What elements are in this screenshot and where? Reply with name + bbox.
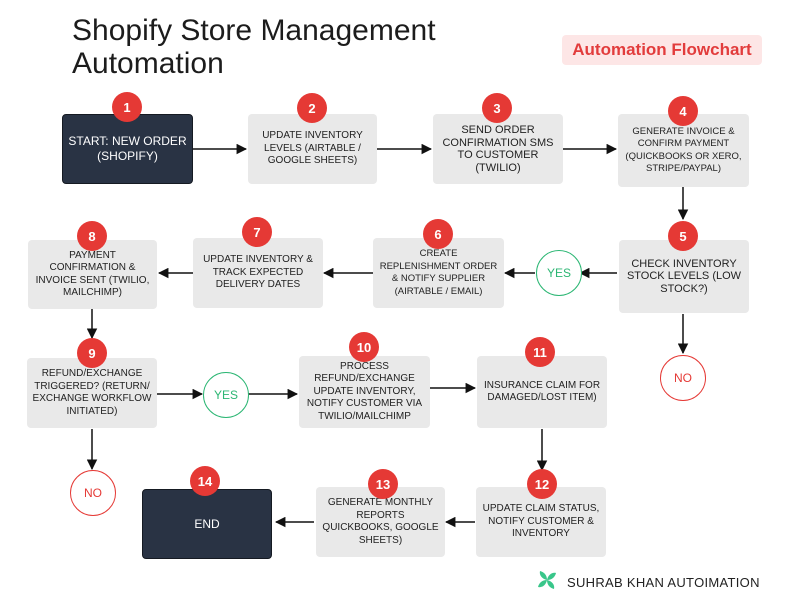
step-13-number-badge: 13: [368, 469, 398, 499]
step-12-number-badge: 12: [527, 469, 557, 499]
step-7-update-inventory-track-delivery: UPDATE INVENTORY & TRACK EXPECTED DELIVE…: [193, 238, 323, 308]
step-7-number-badge: 7: [242, 217, 272, 247]
step-8-number-badge: 8: [77, 221, 107, 251]
step-5-number-badge: 5: [668, 221, 698, 251]
step-4-generate-invoice: GENERATE INVOICE & CONFIRM PAYMENT (QUIC…: [618, 114, 749, 187]
step-14-number-badge: 14: [190, 466, 220, 496]
step-8-payment-confirmation: PAYMENT CONFIRMATION & INVOICE SENT (TWI…: [28, 240, 157, 309]
step-6-number-badge: 6: [423, 219, 453, 249]
step-9-refund-exchange-triggered: REFUND/EXCHANGE TRIGGERED? (RETURN/ EXCH…: [27, 358, 157, 428]
step-14-end: END: [142, 489, 272, 559]
step-3-number-badge: 3: [482, 93, 512, 123]
brand-footer: SUHRAB KHAN AUTOIMATION: [535, 568, 760, 597]
step-1-start-new-order: START: NEW ORDER (SHOPIFY): [62, 114, 193, 184]
decision-yes-refund: YES: [203, 372, 249, 418]
decision-no-refund: NO: [70, 470, 116, 516]
brand-name: SUHRAB KHAN AUTOIMATION: [567, 575, 760, 590]
step-11-number-badge: 11: [525, 337, 555, 367]
step-10-number-badge: 10: [349, 332, 379, 362]
step-11-insurance-claim: INSURANCE CLAIM FOR DAMAGED/LOST ITEM): [477, 356, 607, 428]
step-10-process-refund-exchange: PROCESS REFUND/EXCHANGE UPDATE INVENTORY…: [299, 356, 430, 428]
flowchart-badge: Automation Flowchart: [562, 35, 762, 65]
decision-no-stock: NO: [660, 355, 706, 401]
step-9-number-badge: 9: [77, 338, 107, 368]
decision-yes-stock: YES: [536, 250, 582, 296]
step-4-number-badge: 4: [668, 96, 698, 126]
step-2-number-badge: 2: [297, 93, 327, 123]
step-1-number-badge: 1: [112, 92, 142, 122]
step-3-send-order-confirmation: SEND ORDER CONFIRMATION SMS TO CUSTOMER …: [433, 114, 563, 184]
page-title: Shopify Store Management Automation: [72, 14, 436, 80]
green-pinwheel-logo-icon: [535, 568, 559, 597]
step-2-update-inventory-levels: UPDATE INVENTORY LEVELS (AIRTABLE / GOOG…: [248, 114, 377, 184]
step-6-create-replenishment-order: CREATE REPLENISHMENT ORDER & NOTIFY SUPP…: [373, 238, 504, 308]
step-5-check-inventory-stock: CHECK INVENTORY STOCK LEVELS (LOW STOCK?…: [619, 240, 749, 313]
